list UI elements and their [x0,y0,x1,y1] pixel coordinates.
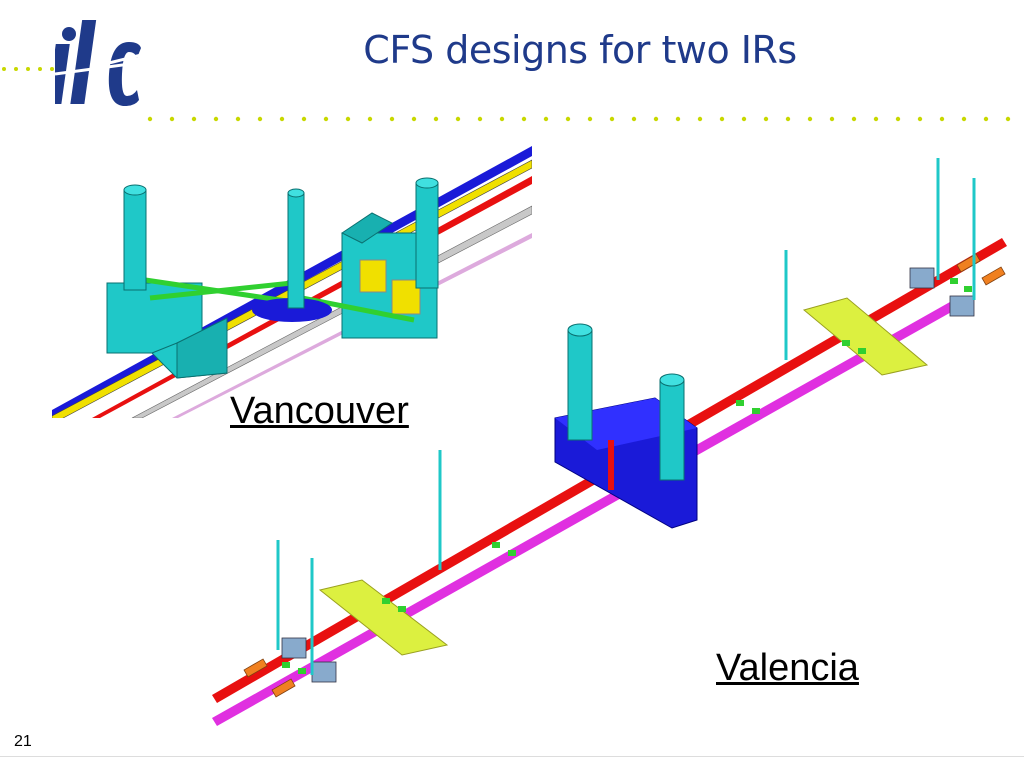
decorative-dot [433,116,439,122]
vancouver-cavern-diagram [52,146,532,418]
decorative-dot [147,116,153,122]
decorative-dot [191,116,197,122]
decorative-dot [455,116,461,122]
slide-title: CFS designs for two IRs [363,28,797,72]
decorative-dot [389,116,395,122]
decorative-dot [785,116,791,122]
decorative-dot [917,116,923,122]
decorative-dot [367,116,373,122]
decorative-dot [257,116,263,122]
decorative-dot [1005,116,1011,122]
decorative-dot [631,116,637,122]
decorative-dot [543,116,549,122]
decorative-dot [521,116,527,122]
vancouver-label: Vancouver [230,390,409,432]
valencia-cavern-diagram [212,158,1007,726]
decorative-dot [653,116,659,122]
footer-divider [0,756,1024,757]
decorative-dot [323,116,329,122]
decorative-dot [301,116,307,122]
slide-number: 21 [14,733,32,750]
decorative-dot [411,116,417,122]
decorative-dot [279,116,285,122]
decorative-dot [939,116,945,122]
decorative-dot [477,116,483,122]
decorative-dot [895,116,901,122]
decorative-dot [499,116,505,122]
decorative-dot [763,116,769,122]
decorative-dots-left [2,67,54,71]
decorative-dot [807,116,813,122]
valencia-label: Valencia [716,647,859,689]
decorative-dot [587,116,593,122]
ilc-logo-icon [55,20,145,106]
decorative-dot [851,116,857,122]
decorative-dot [235,116,241,122]
decorative-dot [961,116,967,122]
decorative-dots-line [147,116,1011,122]
decorative-dot [829,116,835,122]
decorative-dot [565,116,571,122]
decorative-dot [719,116,725,122]
decorative-dot [675,116,681,122]
decorative-dot [873,116,879,122]
decorative-dot [169,116,175,122]
decorative-dot [345,116,351,122]
decorative-dot [609,116,615,122]
decorative-dot [741,116,747,122]
decorative-dot [983,116,989,122]
decorative-dot [213,116,219,122]
decorative-dot [697,116,703,122]
